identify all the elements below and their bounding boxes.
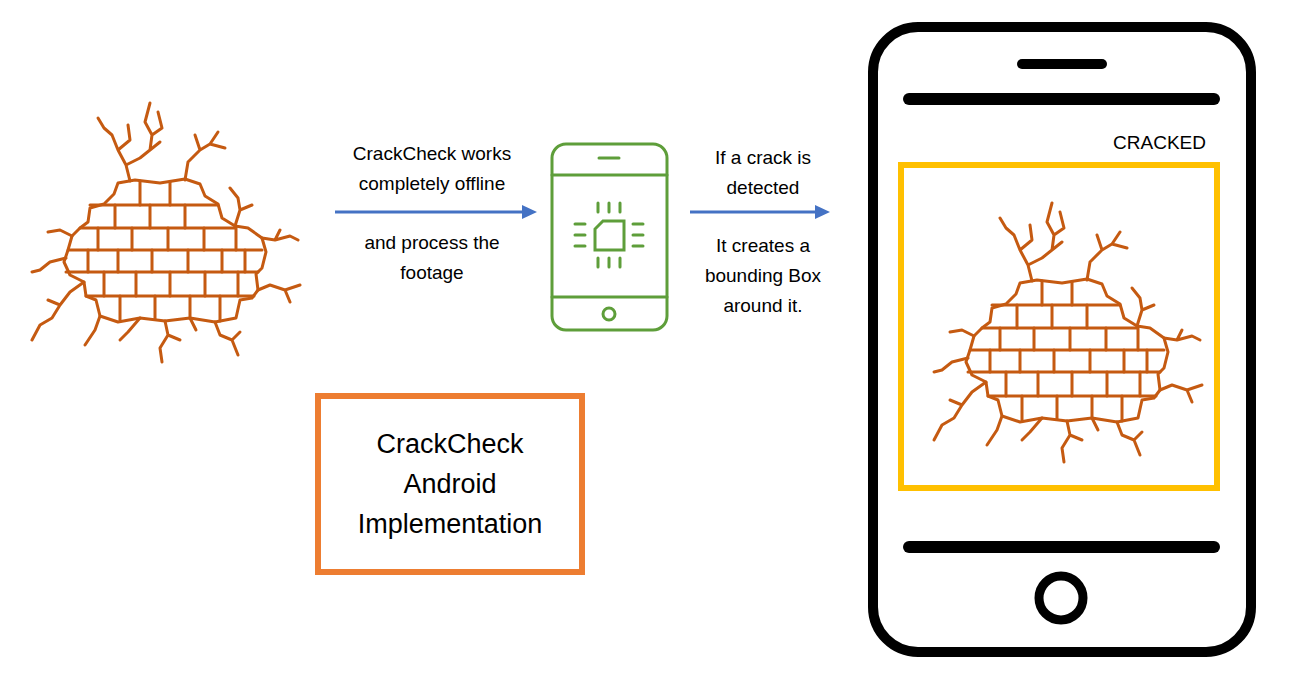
arrow-label: and process the footage (337, 228, 527, 288)
flow-arrow (690, 205, 830, 219)
cracked-wall (32, 103, 300, 362)
cracked-wall (934, 203, 1202, 462)
box-title: CrackCheck Android Implementation (350, 424, 550, 544)
smartphone-outline (873, 27, 1251, 652)
detection-bounding-box: CRACKED (898, 162, 1220, 491)
arrow-label: If a crack is detected (698, 143, 828, 203)
title-box: CrackCheck Android Implementation (315, 393, 585, 575)
flow-arrow (335, 205, 537, 219)
arrow-label: It creates a bounding Box around it. (698, 231, 828, 321)
phone-chip-icon (552, 144, 667, 330)
arrow-label: CrackCheck works completely offline (337, 139, 527, 199)
status-heading: CRACKED (1113, 131, 1206, 155)
